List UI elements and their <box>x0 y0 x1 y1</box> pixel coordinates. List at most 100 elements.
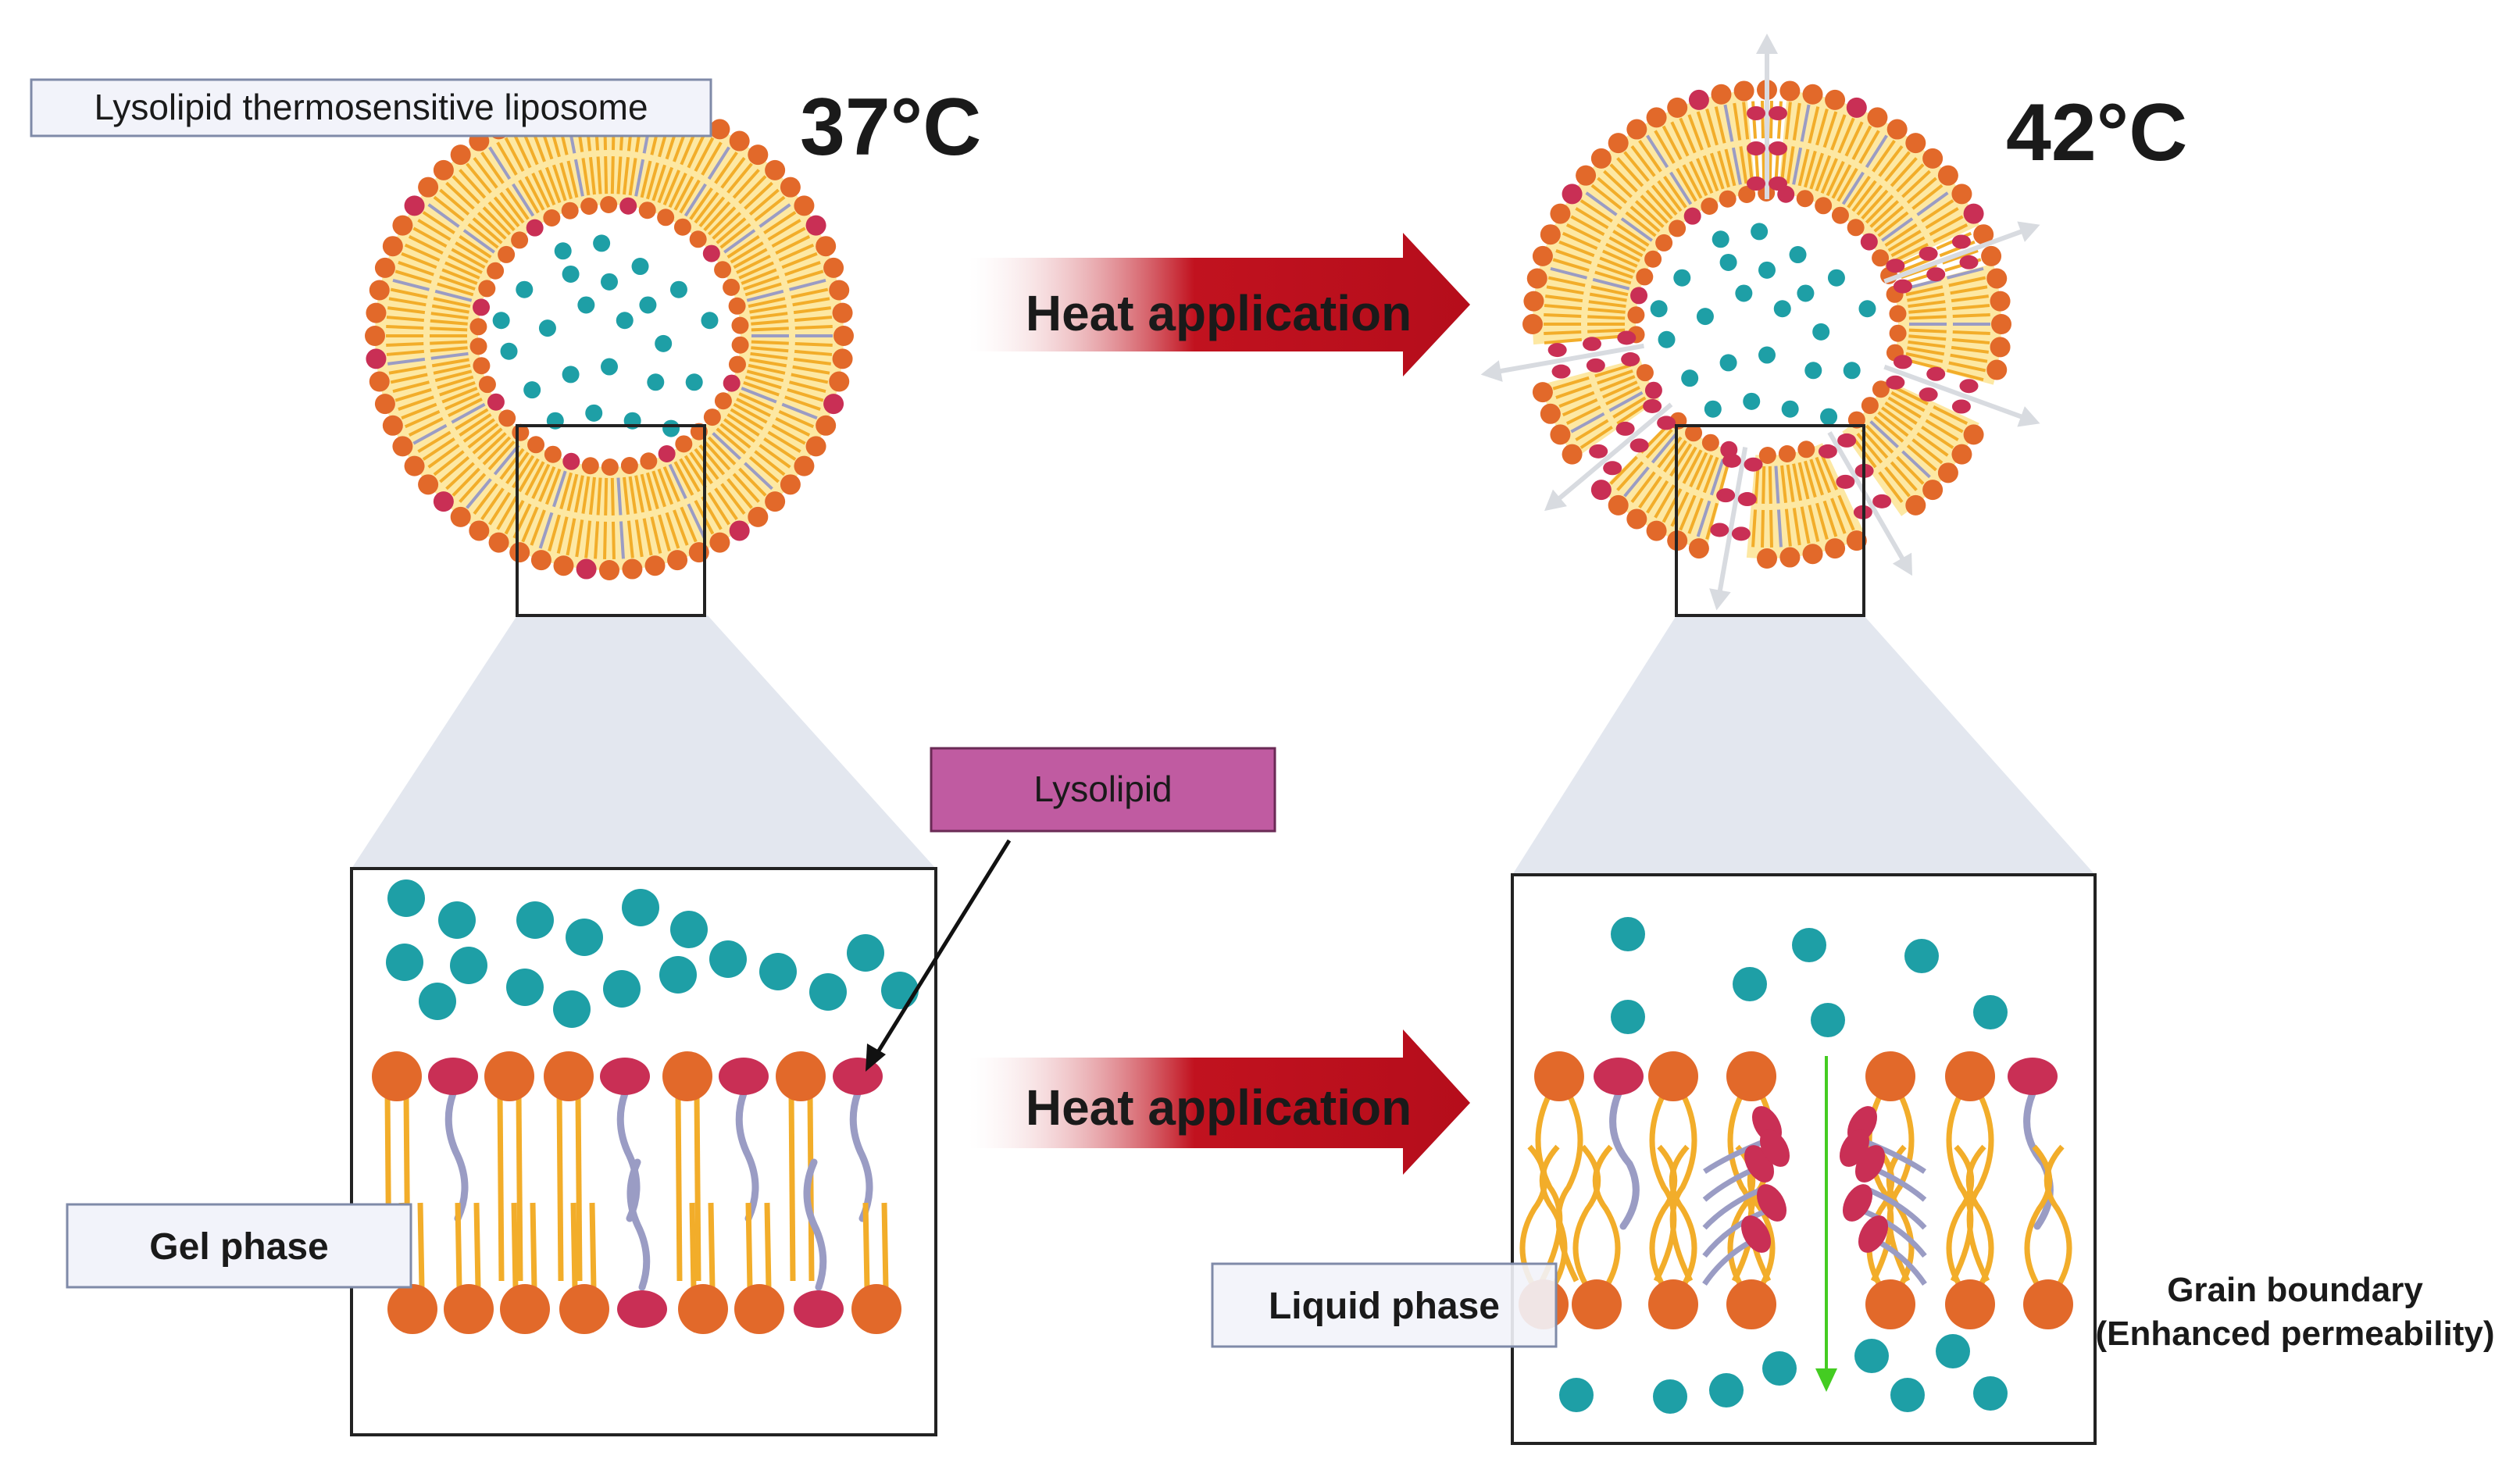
lipid-tail <box>1550 266 1587 280</box>
lipid-head <box>1990 337 2011 358</box>
lipid-tail <box>473 156 498 189</box>
lipid-tail <box>1951 294 1989 303</box>
lipid-head <box>369 371 390 392</box>
drug-molecule <box>562 366 580 384</box>
lipid-tail <box>1689 161 1708 197</box>
lipid-tail <box>482 206 512 236</box>
lipid-head <box>1886 119 1908 140</box>
lipid-tail <box>1645 428 1673 459</box>
lysolipid-head <box>1643 398 1662 413</box>
lipid-tail <box>1890 236 1926 258</box>
lipid-head <box>527 436 545 454</box>
drug-molecule <box>516 280 534 298</box>
lipid-tail <box>387 306 426 315</box>
drug-molecule <box>1804 362 1822 380</box>
lipid-tail <box>417 219 452 241</box>
lipid-tail <box>512 133 532 169</box>
lipid-tail <box>1623 466 1650 498</box>
lysolipid-head <box>1657 416 1676 430</box>
lipid-tail <box>1865 194 1894 224</box>
lipid-tail <box>781 252 818 269</box>
lysolipid-head <box>1757 1184 1786 1222</box>
escape-arrow <box>1550 402 1673 507</box>
gel-phase-label: Gel phase <box>66 1203 412 1289</box>
lipid-tail <box>1952 330 1990 335</box>
lipid-tail <box>433 363 471 375</box>
lipid-tail <box>538 512 554 549</box>
lipid-head <box>702 244 720 262</box>
lipid-tail <box>754 450 786 476</box>
lipid-head <box>581 457 599 475</box>
escape-arrow <box>1883 226 2033 284</box>
lipid-tail <box>1884 223 1918 247</box>
drug-molecule <box>655 334 673 352</box>
lipid-tail <box>726 413 760 437</box>
lipid-head <box>1889 305 1907 323</box>
drug-molecule <box>1858 300 1876 318</box>
lipid-tail <box>1769 509 1773 548</box>
lipid-tail <box>1786 146 1795 184</box>
lipid-tail <box>1612 230 1647 252</box>
lipid-tail <box>1594 363 1632 378</box>
lipid-tail <box>1761 101 1765 139</box>
lipid-tail <box>1570 412 1605 433</box>
lipid-tail <box>434 369 473 383</box>
drug-molecule <box>500 342 518 360</box>
lipid-tail <box>1861 428 1889 459</box>
lipid-tail <box>431 304 469 314</box>
lipid-tail <box>439 275 476 291</box>
lipid-head <box>1523 291 1544 312</box>
lipid-head <box>729 520 750 541</box>
lipid-tail <box>439 188 470 216</box>
lipid-tail <box>712 432 742 460</box>
drug-molecule <box>662 419 680 437</box>
lipid-head <box>1758 446 1776 464</box>
lipid-tail <box>1603 169 1633 198</box>
lipid-tail <box>467 223 499 249</box>
lysolipid-head <box>1722 453 1741 468</box>
lipid-tail <box>1881 217 1914 242</box>
lipid-tail <box>1948 276 1986 287</box>
drug-molecule <box>1733 967 1767 1001</box>
lipid-head <box>1991 314 2011 334</box>
lipid-tail <box>441 268 478 285</box>
lipid-head <box>498 409 516 427</box>
lipid-tail <box>1602 249 1638 268</box>
lipid-tail <box>1625 211 1657 237</box>
lysolipid-head <box>1710 523 1729 537</box>
lipid-tail <box>741 268 777 285</box>
lipid-head <box>1630 287 1648 305</box>
lipid-tail <box>707 436 737 466</box>
drug-molecule <box>492 312 510 330</box>
lysolipid-tail <box>1861 1137 1926 1174</box>
lipid-tail <box>427 203 460 228</box>
drug-molecule <box>1797 284 1815 302</box>
drug-molecule <box>1735 284 1753 302</box>
lysolipid-head <box>1582 337 1601 351</box>
lipid-head <box>1825 538 1846 559</box>
lipid-tail <box>771 227 806 248</box>
lipid-tail <box>1908 300 1946 309</box>
lysolipid-tail <box>444 1090 469 1222</box>
lipid-tail <box>530 1202 537 1290</box>
lipid-tail <box>778 243 815 262</box>
escape-arrow <box>1883 364 2033 423</box>
lipid-tail <box>1950 353 1988 363</box>
lipid-tail <box>1800 104 1811 142</box>
escape-arrowhead <box>1709 588 1731 611</box>
lipid-tail <box>751 319 789 326</box>
lipid-head <box>1986 359 2008 380</box>
lipid-head <box>1526 268 1547 289</box>
lysolipid-head <box>1837 433 1857 448</box>
lipid-tail <box>544 468 562 505</box>
lipid-tail <box>392 380 430 394</box>
lipid-head <box>703 408 721 426</box>
lipid-tail <box>1630 144 1656 177</box>
lipid-head <box>675 435 693 453</box>
lipid-tail <box>1687 498 1704 534</box>
lipid-tail <box>386 349 425 356</box>
lipid-tail <box>1682 449 1703 484</box>
lipid-tail <box>573 159 584 197</box>
lipid-head <box>1779 547 1801 568</box>
lipid-tail <box>1739 146 1748 184</box>
